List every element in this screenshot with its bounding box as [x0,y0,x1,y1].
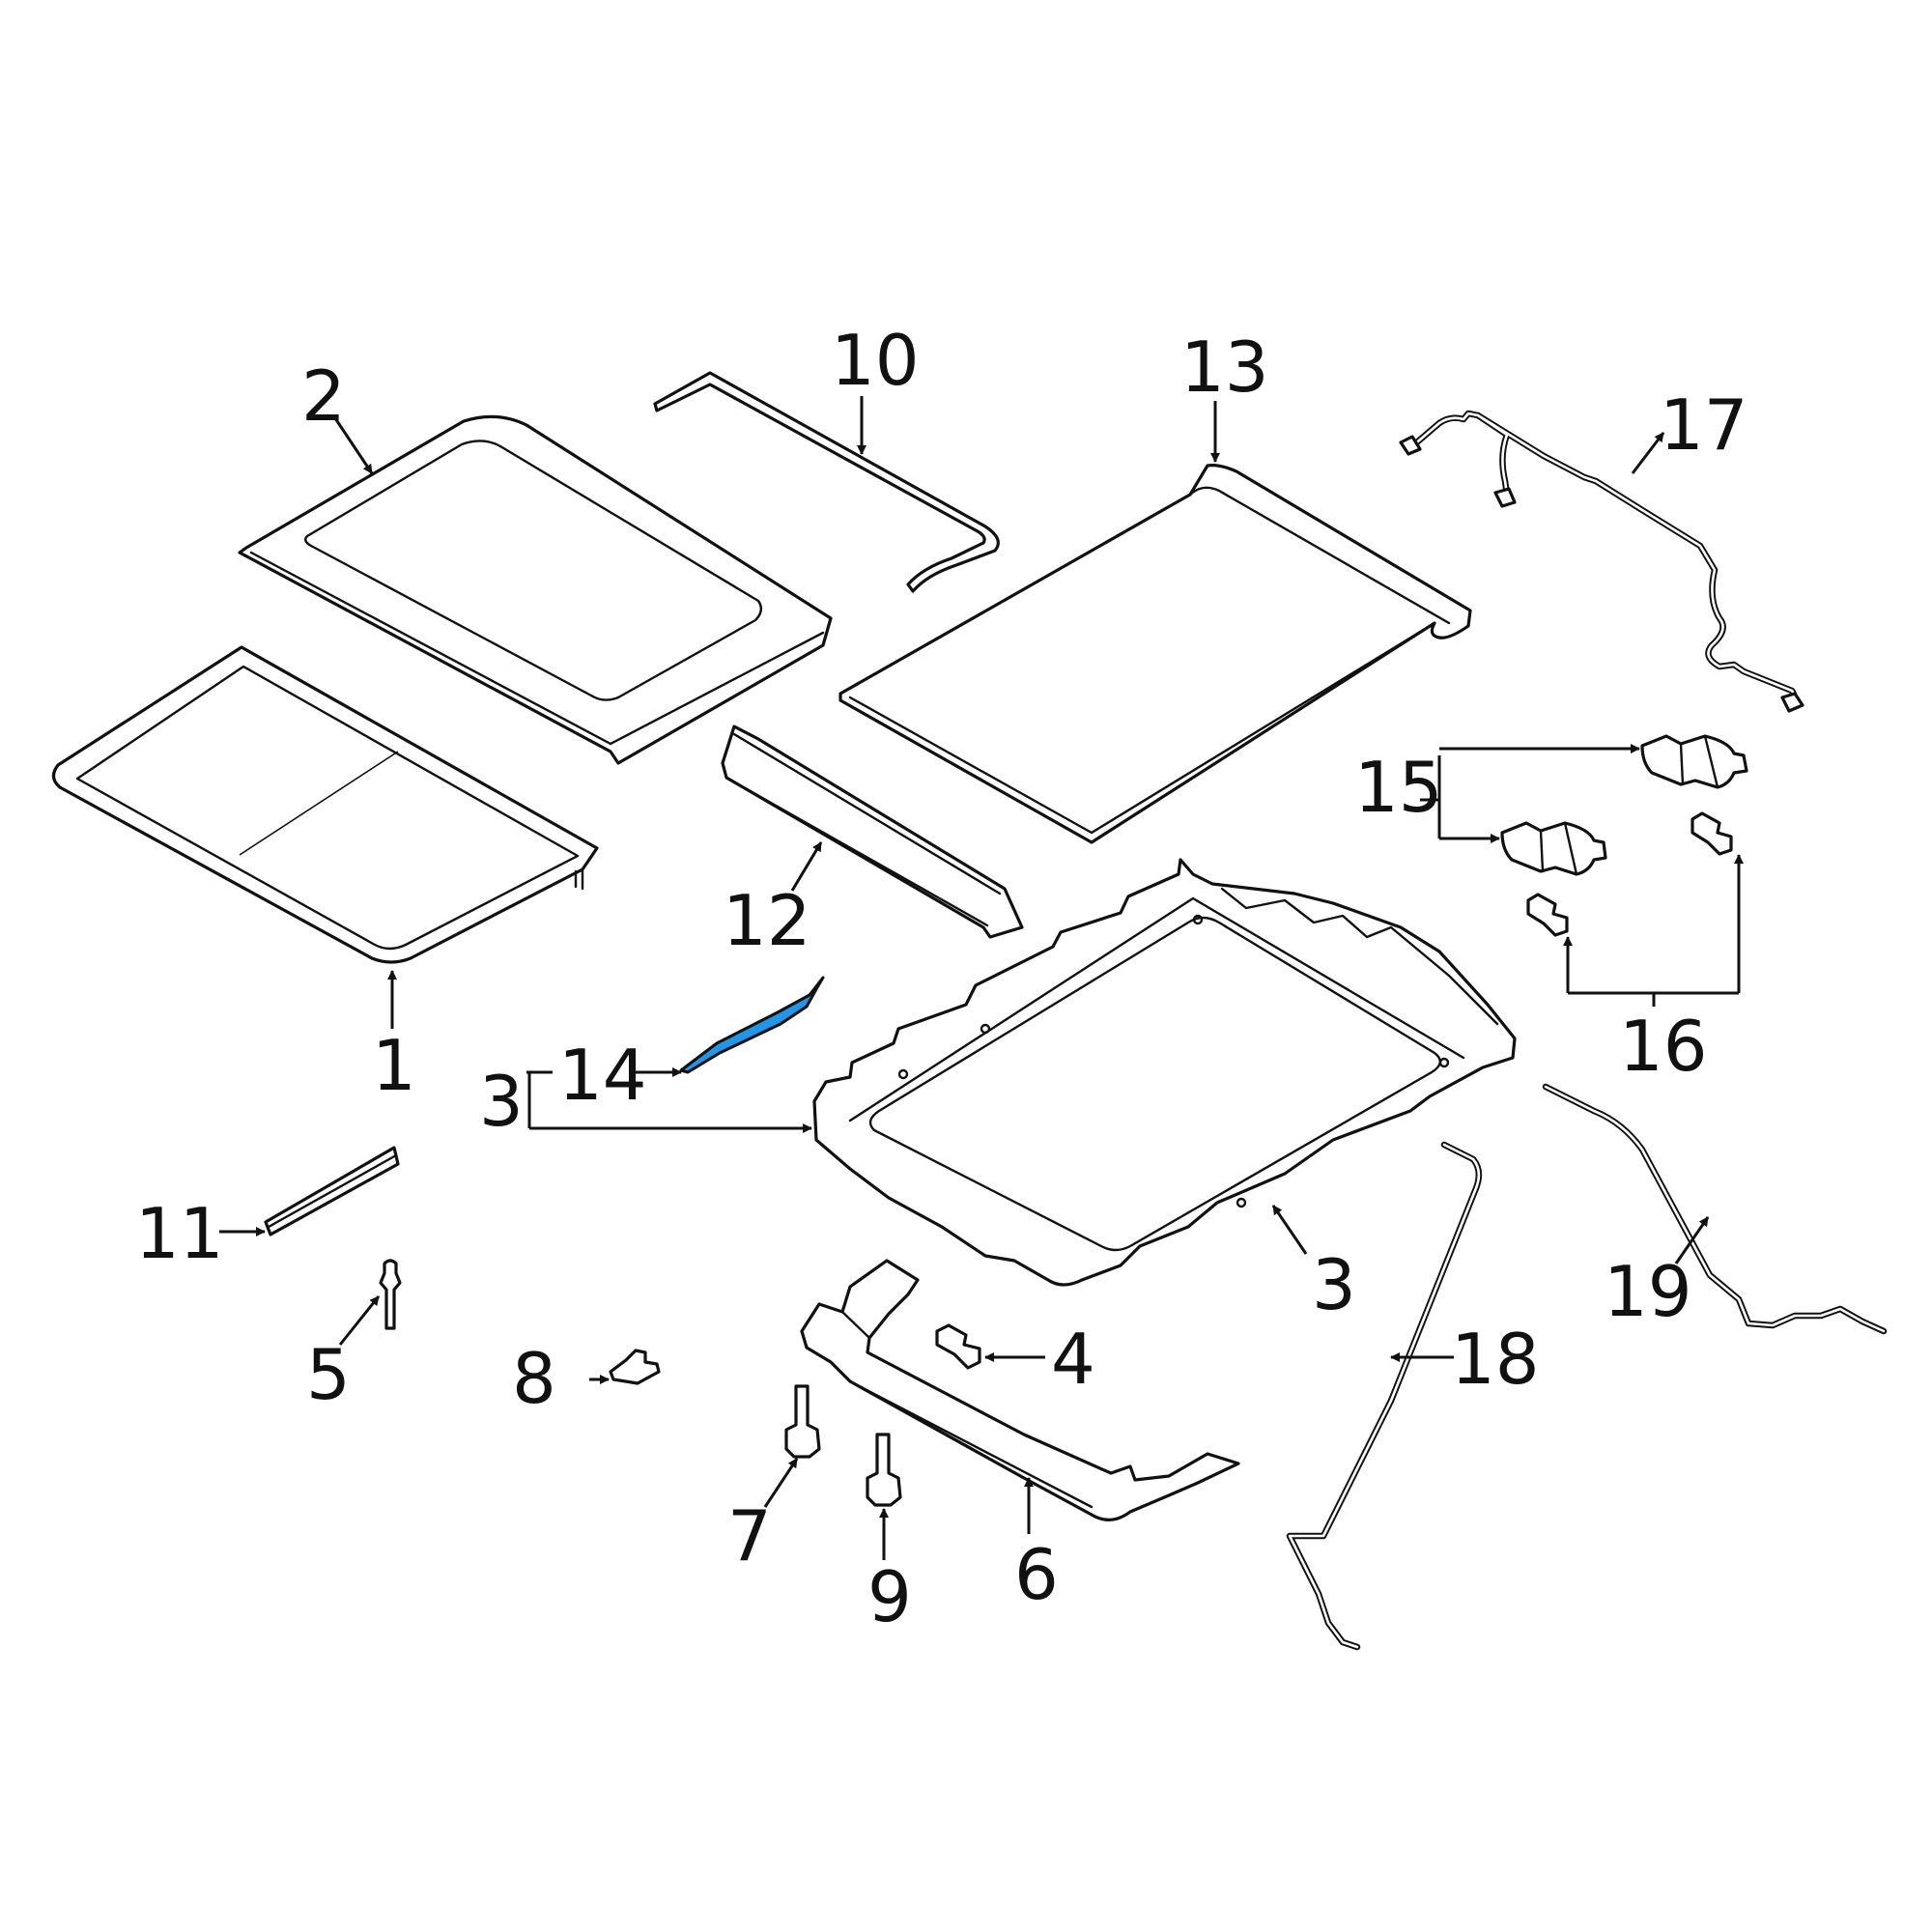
callout-4: 4 [1051,1319,1095,1400]
callout-15: 15 [1354,747,1443,828]
part-8-nut[interactable] [609,1349,661,1385]
part-4-bolt[interactable] [935,1323,981,1370]
part-14-drain-guide[interactable] [679,976,825,1074]
part-18-front-drain-tube[interactable] [1286,1141,1483,1651]
part-10-weatherstrip[interactable] [653,371,1000,593]
callout-labels: 1 2 3 3 4 5 6 7 8 9 10 11 12 13 14 15 16… [135,320,1748,1637]
part-15-motor-upper[interactable] [1640,734,1748,789]
callout-16: 16 [1619,1006,1708,1087]
callout-9: 9 [867,1556,912,1637]
callout-10: 10 [831,320,920,401]
callout-13: 13 [1180,327,1269,408]
callout-8: 8 [512,1338,556,1419]
part-5-clip[interactable] [379,1259,402,1330]
callout-17: 17 [1660,384,1748,466]
part-3-sunroof-frame[interactable] [812,858,1517,1287]
callout-14: 14 [558,1035,647,1116]
part-1-glass-panel[interactable] [51,645,599,964]
callout-1: 1 [372,1025,416,1106]
callout-19: 19 [1604,1251,1692,1332]
part-16-screw-right[interactable] [1690,811,1733,856]
callout-12: 12 [723,880,811,961]
part-13-sunshade[interactable] [838,464,1472,844]
part-19-rear-drain-tube[interactable] [1542,1083,1888,1335]
part-15-motor-lower[interactable] [1500,821,1607,876]
callout-18: 18 [1451,1319,1540,1400]
part-6-front-bracket[interactable] [800,1259,1240,1521]
callout-5: 5 [306,1334,351,1415]
part-11-seal-strip[interactable] [264,1146,400,1236]
callout-11: 11 [135,1193,224,1274]
callout-3-left: 3 [479,1061,524,1142]
part-17-wiring-harness[interactable] [1399,410,1804,713]
part-16-screw-left[interactable] [1526,893,1569,937]
part-9-bolt[interactable] [866,1433,902,1507]
callout-2: 2 [301,355,346,437]
part-7-bolt[interactable] [784,1384,821,1459]
callout-7: 7 [727,1495,772,1577]
callout-6: 6 [1014,1534,1059,1615]
callout-3-right: 3 [1312,1244,1356,1325]
part-2-glass-frame[interactable] [238,414,833,765]
leader-lines [219,396,1744,1560]
part-12-wind-deflector[interactable] [721,724,1024,939]
highlighted-part-14 [679,976,825,1074]
